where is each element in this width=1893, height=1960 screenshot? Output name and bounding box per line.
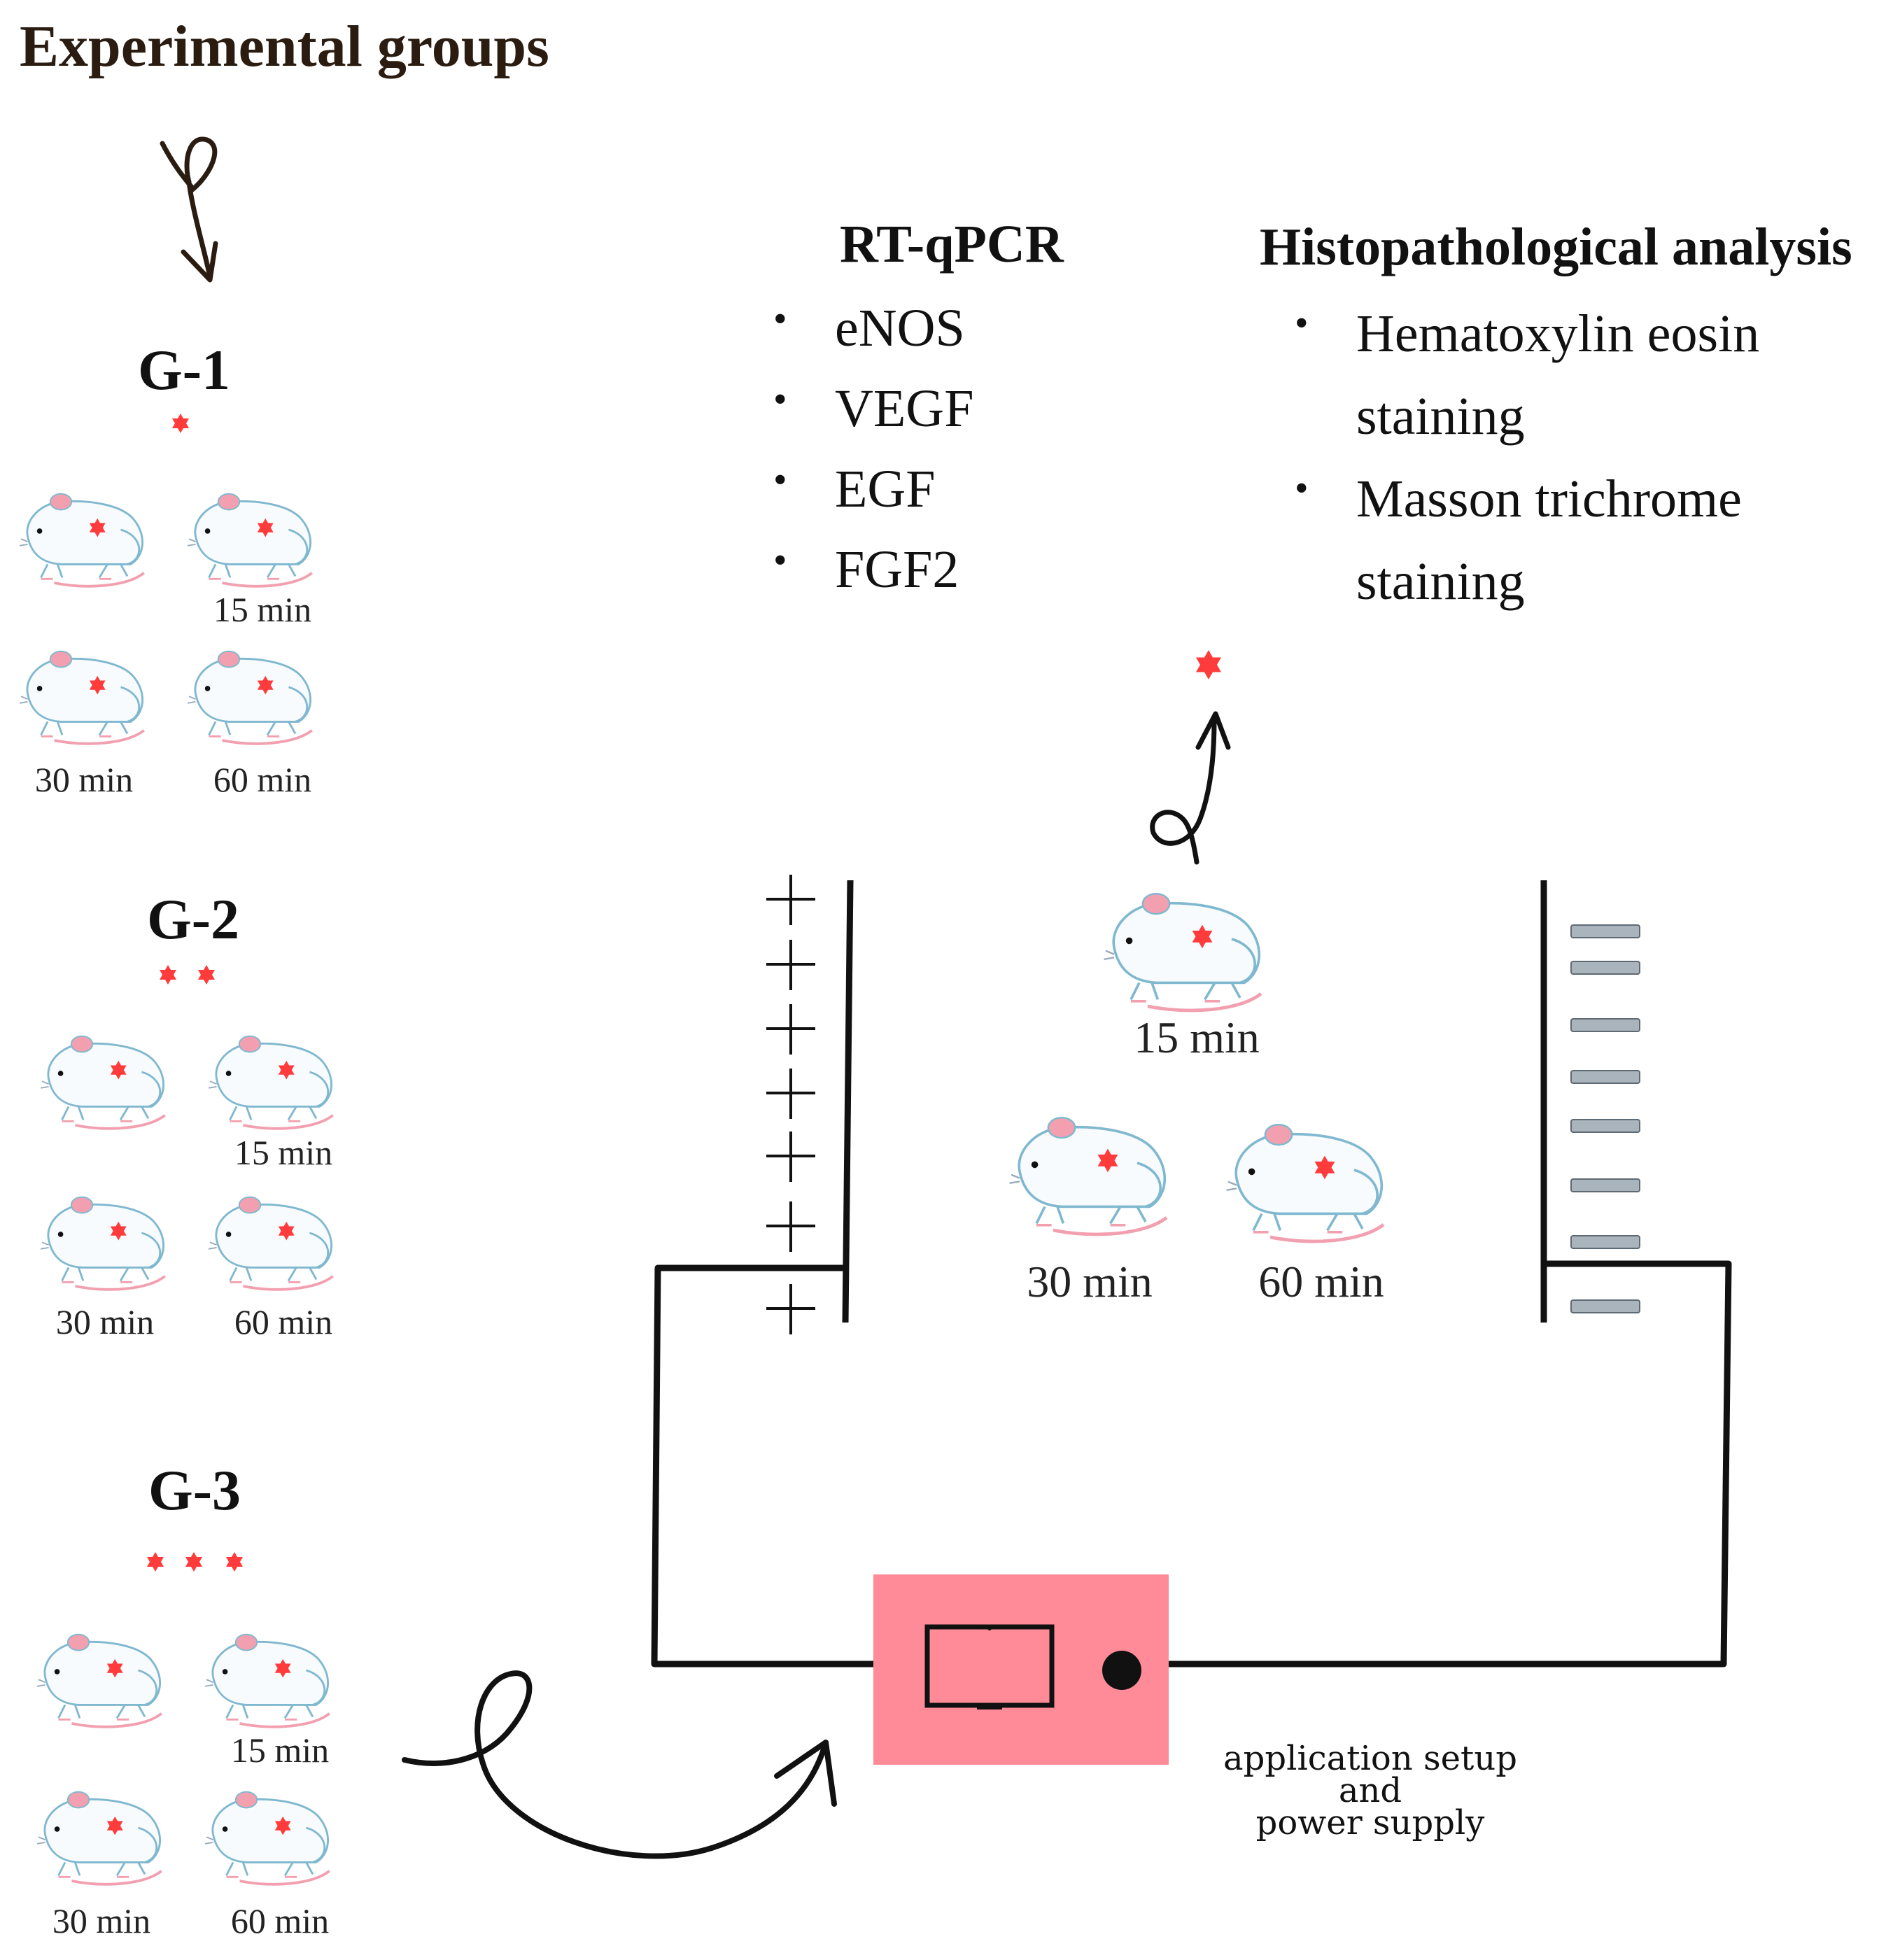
time-label: 30 min bbox=[34, 760, 134, 799]
list-item: EGF bbox=[773, 449, 1193, 530]
list-item: Hematoxylin eosin staining bbox=[1295, 292, 1799, 458]
page-title: Experimental groups bbox=[20, 14, 549, 79]
group-label-g2: G-2 bbox=[146, 887, 240, 951]
rat-icon bbox=[187, 650, 313, 745]
rt-qpcr-list: eNOS VEGF EGF FGF2 bbox=[773, 288, 1193, 610]
time-label: 15 min bbox=[213, 590, 312, 629]
circuit-wire bbox=[651, 880, 1732, 1668]
rat-icon bbox=[204, 1633, 330, 1728]
power-supply-device bbox=[873, 1574, 1169, 1765]
time-label: 30 min bbox=[1027, 1257, 1153, 1306]
red-star-icon bbox=[172, 414, 189, 433]
time-label: 60 min bbox=[230, 1901, 330, 1940]
power-button-icon bbox=[1102, 1651, 1141, 1690]
time-label: 60 min bbox=[213, 760, 312, 799]
rat-icon bbox=[40, 1035, 166, 1130]
rat-icon bbox=[19, 493, 145, 588]
caption-line: application setup bbox=[1223, 1739, 1517, 1778]
rat-icon bbox=[208, 1196, 334, 1291]
curly-arrow-icon bbox=[160, 136, 218, 283]
rat-icon bbox=[208, 1035, 334, 1130]
curly-arrow-icon bbox=[402, 1670, 837, 1859]
histopathology-heading: Histopathological analysis bbox=[1260, 218, 1852, 276]
red-star-icon bbox=[147, 1552, 243, 1572]
monitor-icon bbox=[924, 1624, 1055, 1709]
time-label: 15 min bbox=[1134, 1013, 1260, 1062]
red-star-icon bbox=[1196, 650, 1221, 679]
time-label: 15 min bbox=[230, 1730, 330, 1770]
time-label: 15 min bbox=[234, 1133, 333, 1172]
rt-qpcr-heading: RT-qPCR bbox=[840, 215, 1064, 274]
rat-icon bbox=[204, 1791, 330, 1886]
histopathology-list: Hematoxylin eosin staining Masson trichr… bbox=[1295, 292, 1799, 623]
list-item: VEGF bbox=[773, 369, 1193, 449]
time-label: 30 min bbox=[52, 1901, 151, 1940]
group-label-g3: G-3 bbox=[148, 1458, 241, 1522]
minus-bar-icon bbox=[1570, 924, 1640, 1313]
rat-icon bbox=[1226, 1124, 1385, 1243]
list-item: Masson trichrome staining bbox=[1295, 458, 1799, 623]
plus-sign-icon bbox=[766, 875, 815, 1334]
rat-icon bbox=[36, 1633, 162, 1728]
caption-line: power supply bbox=[1255, 1803, 1485, 1842]
rat-icon bbox=[19, 650, 145, 745]
rat-icon bbox=[1104, 893, 1262, 1013]
time-label: 60 min bbox=[1258, 1257, 1384, 1306]
time-label: 60 min bbox=[234, 1302, 333, 1341]
rat-icon bbox=[36, 1791, 162, 1886]
curly-arrow-icon bbox=[1150, 711, 1231, 865]
caption-line: and bbox=[1338, 1771, 1402, 1810]
setup-caption: application setup and power supply bbox=[1188, 1739, 1552, 1842]
group-label-g1: G-1 bbox=[137, 338, 231, 402]
list-item: FGF2 bbox=[773, 530, 1193, 610]
rat-icon bbox=[1009, 1117, 1168, 1236]
rat-icon bbox=[187, 493, 313, 588]
red-star-icon bbox=[160, 965, 215, 985]
rat-icon bbox=[40, 1196, 166, 1291]
list-item: eNOS bbox=[773, 288, 1193, 369]
time-label: 30 min bbox=[55, 1302, 155, 1341]
rat-group bbox=[19, 493, 1385, 1886]
